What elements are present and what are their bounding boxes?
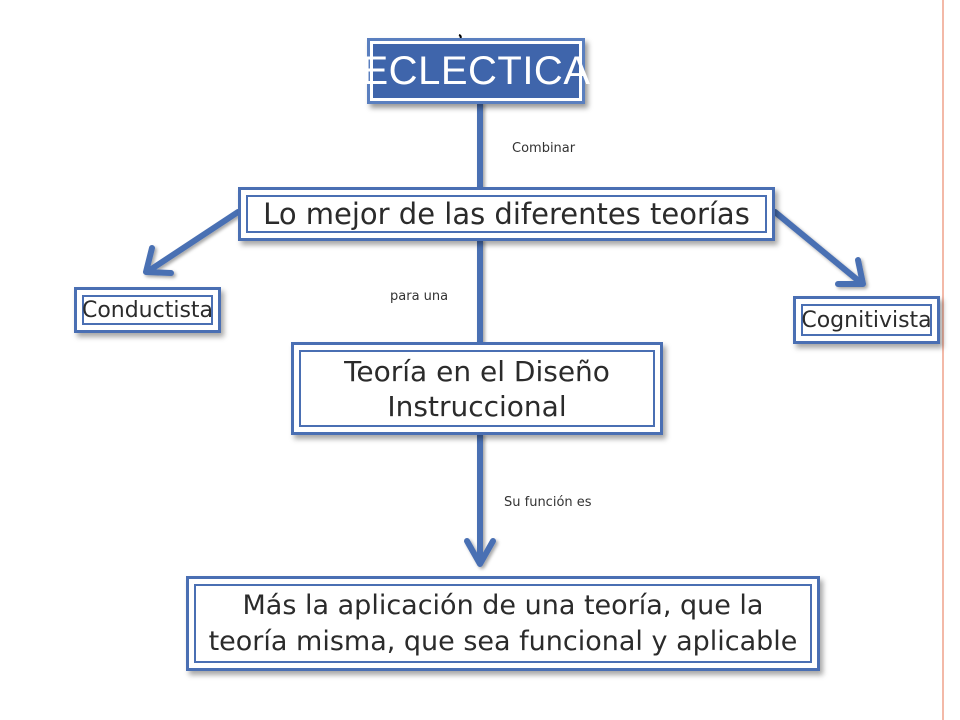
connector-best-to-cognitivist	[772, 209, 863, 285]
edge-label-function: Su función es	[504, 495, 592, 510]
connector-best-to-behaviorist	[147, 209, 241, 273]
node-best-of-theories-label: Lo mejor de las diferentes teorías	[263, 197, 750, 231]
node-application-label: Más la aplicación de una teoría, que la …	[208, 590, 798, 657]
edge-label-combine: Combinar	[512, 141, 576, 156]
arrowhead-application	[464, 538, 496, 567]
slide-edge-rule	[942, 0, 944, 720]
node-eclectica-label: ECLECTICA	[361, 48, 591, 93]
node-instructional-design-theory: Teoría en el Diseño Instruccional	[291, 342, 663, 435]
node-conductista: Conductista	[74, 287, 221, 333]
edge-label-for-a: para una	[390, 289, 449, 304]
node-instructional-design-theory-label: Teoría en el Diseño Instruccional	[344, 354, 610, 423]
arrowhead-behaviorist	[143, 245, 174, 276]
node-eclectica: ECLECTICA	[362, 38, 590, 104]
node-application: Más la aplicación de una teoría, que la …	[186, 576, 820, 671]
node-cognitivista-label: Cognitivista	[801, 307, 932, 333]
node-cognitivista: Cognitivista	[793, 296, 940, 344]
arrowhead-cognitivist	[835, 257, 866, 287]
node-conductista-label: Conductista	[81, 297, 214, 323]
node-best-of-theories: Lo mejor de las diferentes teorías	[238, 187, 775, 241]
